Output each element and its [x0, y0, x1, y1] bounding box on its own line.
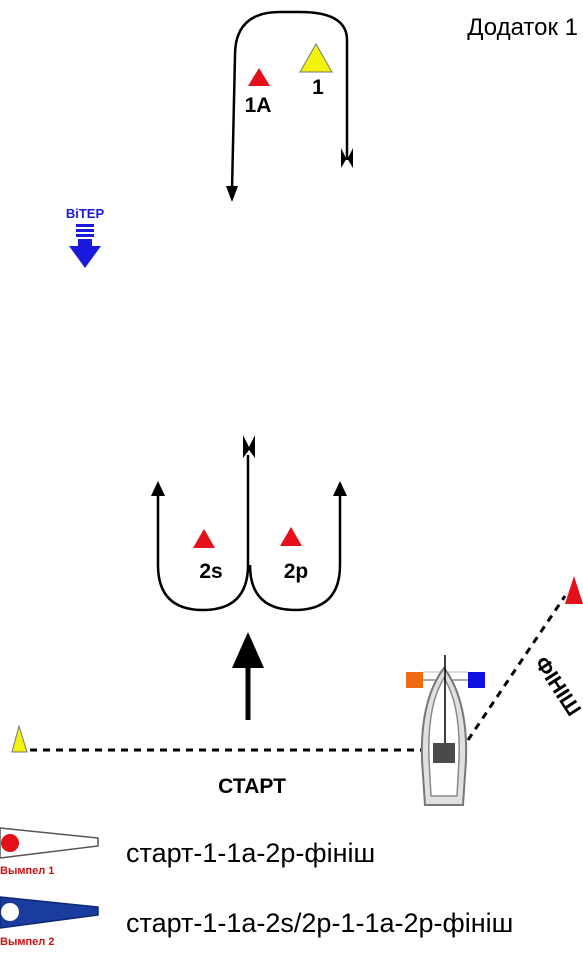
right-flag	[468, 672, 485, 688]
mark-1: 1	[299, 42, 333, 99]
mark-1a-label: 1А	[245, 94, 272, 117]
arrowhead-up-icon	[232, 632, 264, 668]
route-2-text: старт-1-1а-2s/2р-1-1а-2р-фініш	[126, 908, 513, 938]
boat-cabin	[433, 743, 455, 763]
mark-1a-triangle	[248, 68, 270, 86]
mark-2s-label: 2s	[199, 560, 222, 583]
start-line: СТАРТ	[11, 724, 425, 798]
wind-label: ВіТЕР	[66, 206, 105, 221]
wind-indicator: ВіТЕР	[66, 206, 105, 268]
finish-mark	[565, 576, 583, 604]
left-flag	[406, 672, 423, 688]
start-label: СТАРТ	[218, 775, 286, 798]
route-1-text: старт-1-1а-2р-фініш	[126, 838, 375, 868]
start-pin-mark	[11, 724, 28, 753]
mark-1a: 1А	[245, 68, 272, 117]
fletching-icon	[243, 435, 255, 458]
lower-loop-path	[151, 435, 347, 612]
pennant-1-label: Вымпел 1	[0, 865, 54, 877]
fletching-icon	[341, 148, 353, 168]
legend: Вымпел 1 старт-1-1а-2р-фініш Вымпел 2 ст…	[0, 827, 513, 948]
mark-2p-triangle	[280, 527, 302, 546]
pennant-2-icon	[0, 896, 99, 929]
finish-label: ФІНІШ	[530, 653, 583, 721]
mark-2p: 2p	[280, 527, 308, 583]
upper-loop-path	[226, 10, 353, 202]
pennant-2-label: Вымпел 2	[0, 936, 54, 948]
finish-line: ФІНІШ	[466, 576, 583, 741]
legend-item-pennant-1: Вымпел 1 старт-1-1а-2р-фініш	[0, 827, 375, 877]
mark-1-label: 1	[312, 76, 324, 99]
arrowhead-up-icon	[333, 481, 347, 496]
committee-boat	[406, 655, 485, 806]
mark-2s: 2s	[193, 529, 223, 583]
arrowhead-down-icon	[226, 186, 238, 202]
wind-arrow-icon	[69, 239, 101, 268]
appendix-title: Додаток 1	[467, 14, 578, 41]
mark-1-triangle	[299, 42, 333, 73]
arrowhead-up-icon	[151, 481, 165, 496]
direction-arrow	[232, 632, 264, 720]
legend-item-pennant-2: Вымпел 2 старт-1-1а-2s/2р-1-1а-2р-фініш	[0, 896, 513, 948]
mark-2p-label: 2p	[284, 560, 309, 583]
pennant-1-icon	[0, 827, 99, 859]
mark-2s-triangle	[193, 529, 215, 548]
